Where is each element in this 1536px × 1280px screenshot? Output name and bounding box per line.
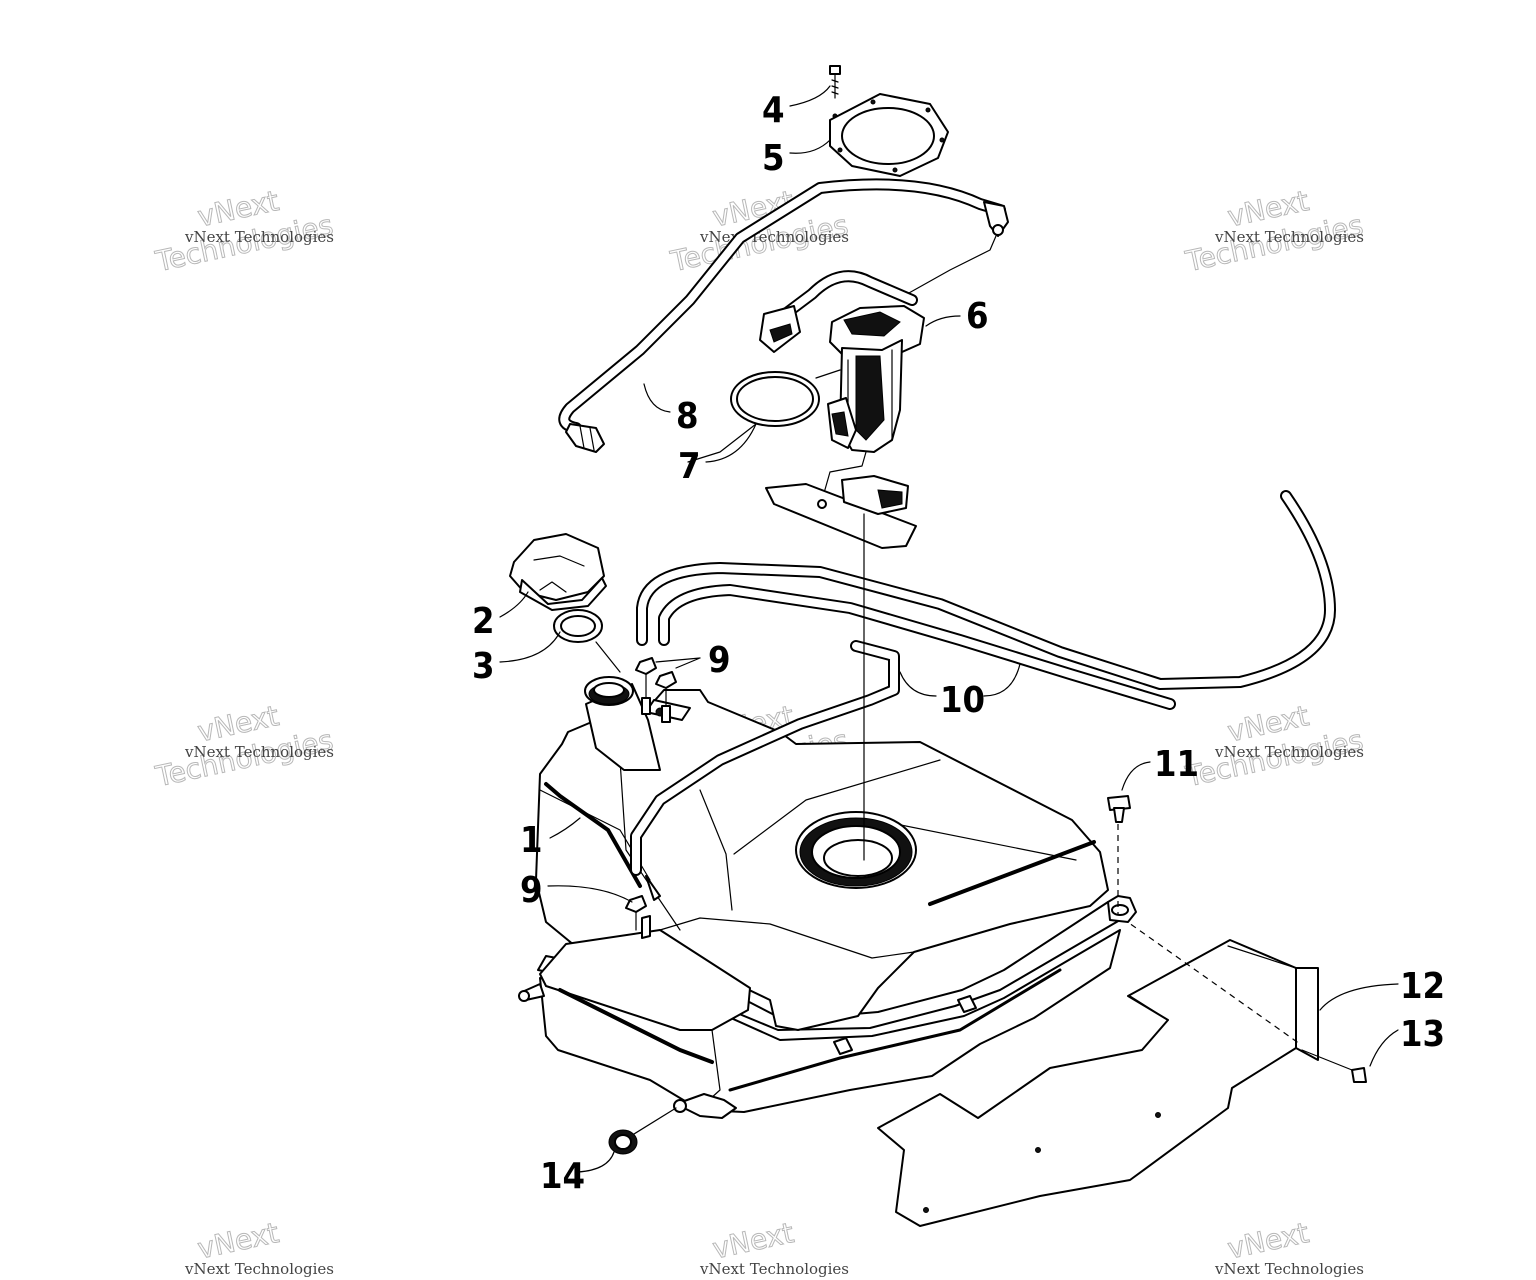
pump-retainer-screw — [829, 65, 841, 119]
hose-clamps — [625, 657, 677, 931]
fuel-pump-assembly — [759, 270, 925, 861]
leader-6 — [925, 315, 961, 327]
leader-11 — [1121, 761, 1151, 791]
callout-1: 1 — [520, 820, 543, 861]
callout-3: 3 — [472, 646, 495, 687]
leader-13 — [1369, 1029, 1399, 1067]
callout-9-top: 9 — [708, 640, 731, 681]
leader-7 — [705, 423, 757, 463]
leader-9b — [547, 885, 633, 903]
leader-5 — [789, 139, 831, 154]
leader-lines — [499, 85, 1399, 1173]
leader-4 — [789, 85, 831, 107]
pump-o-ring — [687, 371, 820, 463]
callout-13: 13 — [1400, 1014, 1445, 1055]
leader-2 — [499, 591, 529, 618]
leader-8 — [643, 383, 671, 413]
cap-gasket — [553, 609, 621, 673]
callout-6: 6 — [966, 296, 989, 337]
watermark-text: vNext Technologies — [1214, 1260, 1364, 1278]
callout-8: 8 — [676, 396, 699, 437]
watermark-text: vNext Technologies — [699, 1260, 849, 1278]
leader-14 — [577, 1151, 615, 1173]
watermark-text: vNext Technologies — [184, 228, 334, 246]
watermark-text: vNext Technologies — [184, 743, 334, 761]
screw-13 — [1351, 1067, 1367, 1083]
watermark-text: vNext Technologies — [184, 1260, 334, 1278]
leader-9a — [655, 657, 701, 669]
callout-4: 4 — [762, 90, 785, 131]
watermark-top-right: vNext Technologies vNext Technologies — [1182, 184, 1367, 279]
callout-9-bottom: 9 — [520, 870, 543, 911]
watermark-text: vNext Technologies — [699, 228, 849, 246]
leader-12 — [1319, 983, 1399, 1011]
vent-hose — [630, 490, 1336, 876]
push-rivet-11 — [1107, 795, 1131, 914]
callout-5: 5 — [762, 138, 785, 179]
watermark-bottom-right: vNext vNext Technologies — [1214, 1216, 1364, 1278]
svg-text:vNext: vNext — [710, 1216, 797, 1265]
fuel-cap — [509, 533, 607, 611]
fuel-tank — [518, 676, 1137, 1119]
callout-12: 12 — [1400, 966, 1445, 1007]
callout-7: 7 — [678, 446, 701, 487]
grommet-14 — [608, 1107, 677, 1155]
callout-14: 14 — [540, 1156, 585, 1197]
leader-10b — [983, 663, 1021, 697]
leader-1 — [549, 817, 581, 839]
svg-text:vNext: vNext — [1225, 1216, 1312, 1265]
watermark-middle-right: vNext Technologies vNext Technologies — [1182, 699, 1367, 794]
leader-10a — [899, 671, 937, 697]
pump-retainer-ring — [829, 93, 949, 177]
callout-11: 11 — [1154, 744, 1199, 785]
watermark-middle-left: vNext Technologies vNext Technologies — [152, 699, 337, 794]
watermark-top-left: vNext Technologies vNext Technologies — [152, 184, 337, 279]
watermark-text: vNext Technologies — [1214, 228, 1364, 246]
watermark-bottom-left: vNext vNext Technologies — [184, 1216, 334, 1278]
heat-shield — [877, 917, 1353, 1227]
watermark-bottom-center: vNext vNext Technologies — [699, 1216, 849, 1278]
fuel-line — [558, 178, 1009, 453]
callout-10: 10 — [940, 680, 985, 721]
callout-labels: 1 2 3 4 5 6 7 8 9 9 10 11 12 13 14 — [472, 90, 1445, 1197]
svg-text:vNext: vNext — [195, 1216, 282, 1265]
watermark-text: vNext Technologies — [1214, 743, 1364, 761]
leader-3 — [499, 631, 561, 663]
callout-2: 2 — [472, 601, 495, 642]
